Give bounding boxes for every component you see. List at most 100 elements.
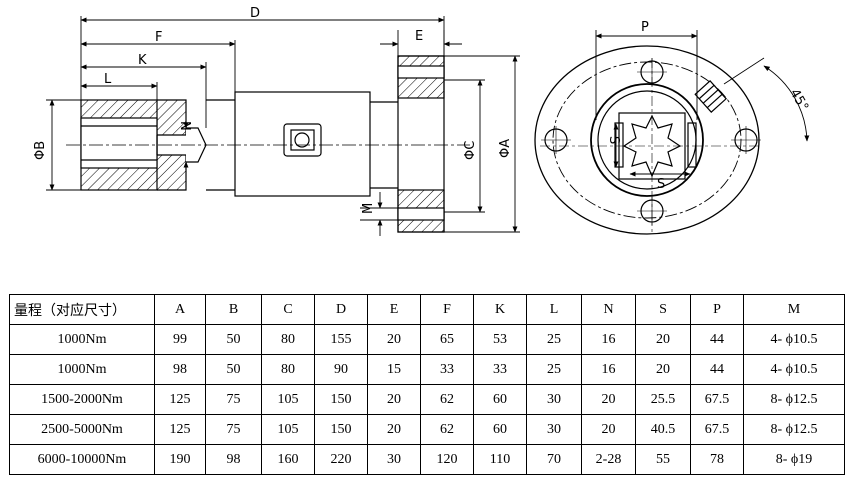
table-row: 1000Nm 98 50 80 90 15 33 33 25 16 20 44 … <box>9 354 845 385</box>
dim-label-B: ΦB <box>33 141 48 160</box>
header-K: K <box>473 294 527 325</box>
dim-label-E: E <box>415 29 423 44</box>
cell-range: 6000-10000Nm <box>9 444 155 475</box>
dim-label-S-vertical: S <box>606 136 621 144</box>
dim-label-D: D <box>250 6 260 21</box>
cell-M: 4- ϕ10.5 <box>743 324 845 355</box>
left-shaft <box>80 99 207 191</box>
header-D: D <box>314 294 368 325</box>
cell-D: 90 <box>314 354 368 385</box>
header-B: B <box>205 294 262 325</box>
table-row: 1500-2000Nm 125 75 105 150 20 62 60 30 2… <box>9 384 845 415</box>
cell-A: 125 <box>154 414 206 445</box>
cell-M: 8- ϕ12.5 <box>743 414 845 445</box>
cell-L: 25 <box>526 354 582 385</box>
cell-F: 120 <box>420 444 474 475</box>
cell-A: 125 <box>154 384 206 415</box>
cell-M: 8- ϕ19 <box>743 444 845 475</box>
dim-label-S-horizontal: S <box>657 177 665 192</box>
cell-range: 1000Nm <box>9 324 155 355</box>
cell-C: 80 <box>261 354 315 385</box>
technical-drawing: D F K L N ΦB ΦC ΦA E M <box>33 6 811 236</box>
cell-N: 20 <box>581 384 636 415</box>
dim-label-M: M <box>361 203 376 214</box>
table-header-row: 量程（对应尺寸） A B C D E F K L N S P M <box>9 294 845 325</box>
sensor-body <box>206 91 398 197</box>
dimensions <box>46 16 520 236</box>
cell-B: 75 <box>205 414 262 445</box>
cell-S: 55 <box>635 444 691 475</box>
cell-P: 44 <box>690 324 744 355</box>
cell-L: 30 <box>526 414 582 445</box>
cell-B: 75 <box>205 384 262 415</box>
cell-N: 2-28 <box>581 444 636 475</box>
table-row: 6000-10000Nm 190 98 160 220 30 120 110 7… <box>9 444 845 475</box>
header-S: S <box>635 294 691 325</box>
dim-label-A: ΦA <box>498 139 513 158</box>
cell-L: 30 <box>526 384 582 415</box>
cell-K: 33 <box>473 354 527 385</box>
cell-B: 50 <box>205 324 262 355</box>
cell-K: 60 <box>473 414 527 445</box>
dim-label-K: K <box>138 53 147 68</box>
header-F: F <box>420 294 474 325</box>
header-L: L <box>526 294 582 325</box>
cell-M: 8- ϕ12.5 <box>743 384 845 415</box>
header-range: 量程（对应尺寸） <box>9 294 155 325</box>
cell-C: 105 <box>261 384 315 415</box>
cell-L: 25 <box>526 324 582 355</box>
cell-N: 16 <box>581 354 636 385</box>
cell-range: 1000Nm <box>9 354 155 385</box>
cell-S: 25.5 <box>635 384 691 415</box>
cell-K: 53 <box>473 324 527 355</box>
cell-S: 20 <box>635 354 691 385</box>
cell-N: 20 <box>581 414 636 445</box>
cell-S: 40.5 <box>635 414 691 445</box>
cell-range: 2500-5000Nm <box>9 414 155 445</box>
dim-label-L: L <box>104 72 112 87</box>
cell-S: 20 <box>635 324 691 355</box>
cell-M: 4- ϕ10.5 <box>743 354 845 385</box>
cell-range: 1500-2000Nm <box>9 384 155 415</box>
cell-P: 44 <box>690 354 744 385</box>
dim-label-C: ΦC <box>463 141 478 160</box>
cell-C: 160 <box>261 444 315 475</box>
table-row: 1000Nm 99 50 80 155 20 65 53 25 16 20 44… <box>9 324 845 355</box>
end-view <box>534 30 810 235</box>
cell-F: 33 <box>420 354 474 385</box>
specification-table: 量程（对应尺寸） A B C D E F K L N S P M 1000Nm … <box>9 294 845 475</box>
header-A: A <box>154 294 206 325</box>
cell-F: 62 <box>420 414 474 445</box>
cell-E: 20 <box>367 414 421 445</box>
cell-F: 62 <box>420 384 474 415</box>
dim-label-F: F <box>155 30 162 45</box>
header-P: P <box>690 294 744 325</box>
cell-C: 105 <box>261 414 315 445</box>
flange <box>397 55 445 233</box>
header-E: E <box>367 294 421 325</box>
header-C: C <box>261 294 315 325</box>
cell-D: 150 <box>314 414 368 445</box>
header-M: M <box>743 294 845 325</box>
cell-E: 20 <box>367 384 421 415</box>
cell-A: 99 <box>154 324 206 355</box>
cell-D: 150 <box>314 384 368 415</box>
cell-P: 78 <box>690 444 744 475</box>
cell-D: 155 <box>314 324 368 355</box>
cell-B: 50 <box>205 354 262 385</box>
cell-B: 98 <box>205 444 262 475</box>
cell-L: 70 <box>526 444 582 475</box>
dim-label-P: P <box>641 20 649 35</box>
cell-F: 65 <box>420 324 474 355</box>
cell-A: 190 <box>154 444 206 475</box>
cell-E: 20 <box>367 324 421 355</box>
side-view: D F K L N ΦB ΦC ΦA E M <box>33 6 520 236</box>
connector-boss <box>694 80 727 113</box>
cell-P: 67.5 <box>690 414 744 445</box>
cell-K: 60 <box>473 384 527 415</box>
cell-A: 98 <box>154 354 206 385</box>
cell-K: 110 <box>473 444 527 475</box>
table-row: 2500-5000Nm 125 75 105 150 20 62 60 30 2… <box>9 414 845 445</box>
cell-P: 67.5 <box>690 384 744 415</box>
dim-label-N: N <box>177 121 192 131</box>
